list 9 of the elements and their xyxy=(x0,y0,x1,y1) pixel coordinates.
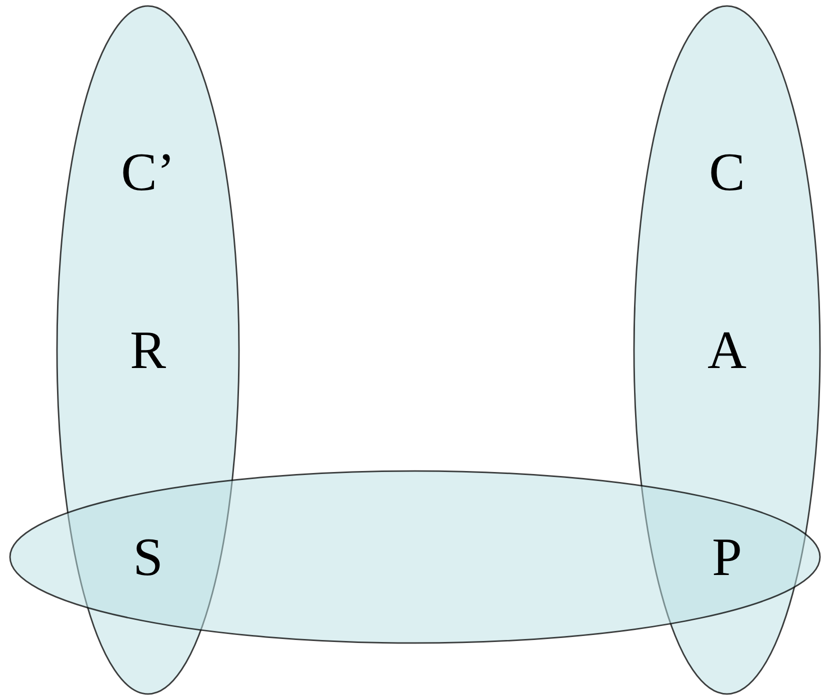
letter-label: S xyxy=(132,530,164,584)
letter-label: R xyxy=(130,323,166,377)
set-ellipse xyxy=(9,470,821,644)
letter-label: C xyxy=(708,145,746,199)
letter-label: P xyxy=(712,530,742,584)
letter-label: C’ xyxy=(121,145,175,199)
letter-label: A xyxy=(708,323,746,377)
set-ellipse xyxy=(633,5,821,695)
set-ellipse xyxy=(56,5,240,695)
